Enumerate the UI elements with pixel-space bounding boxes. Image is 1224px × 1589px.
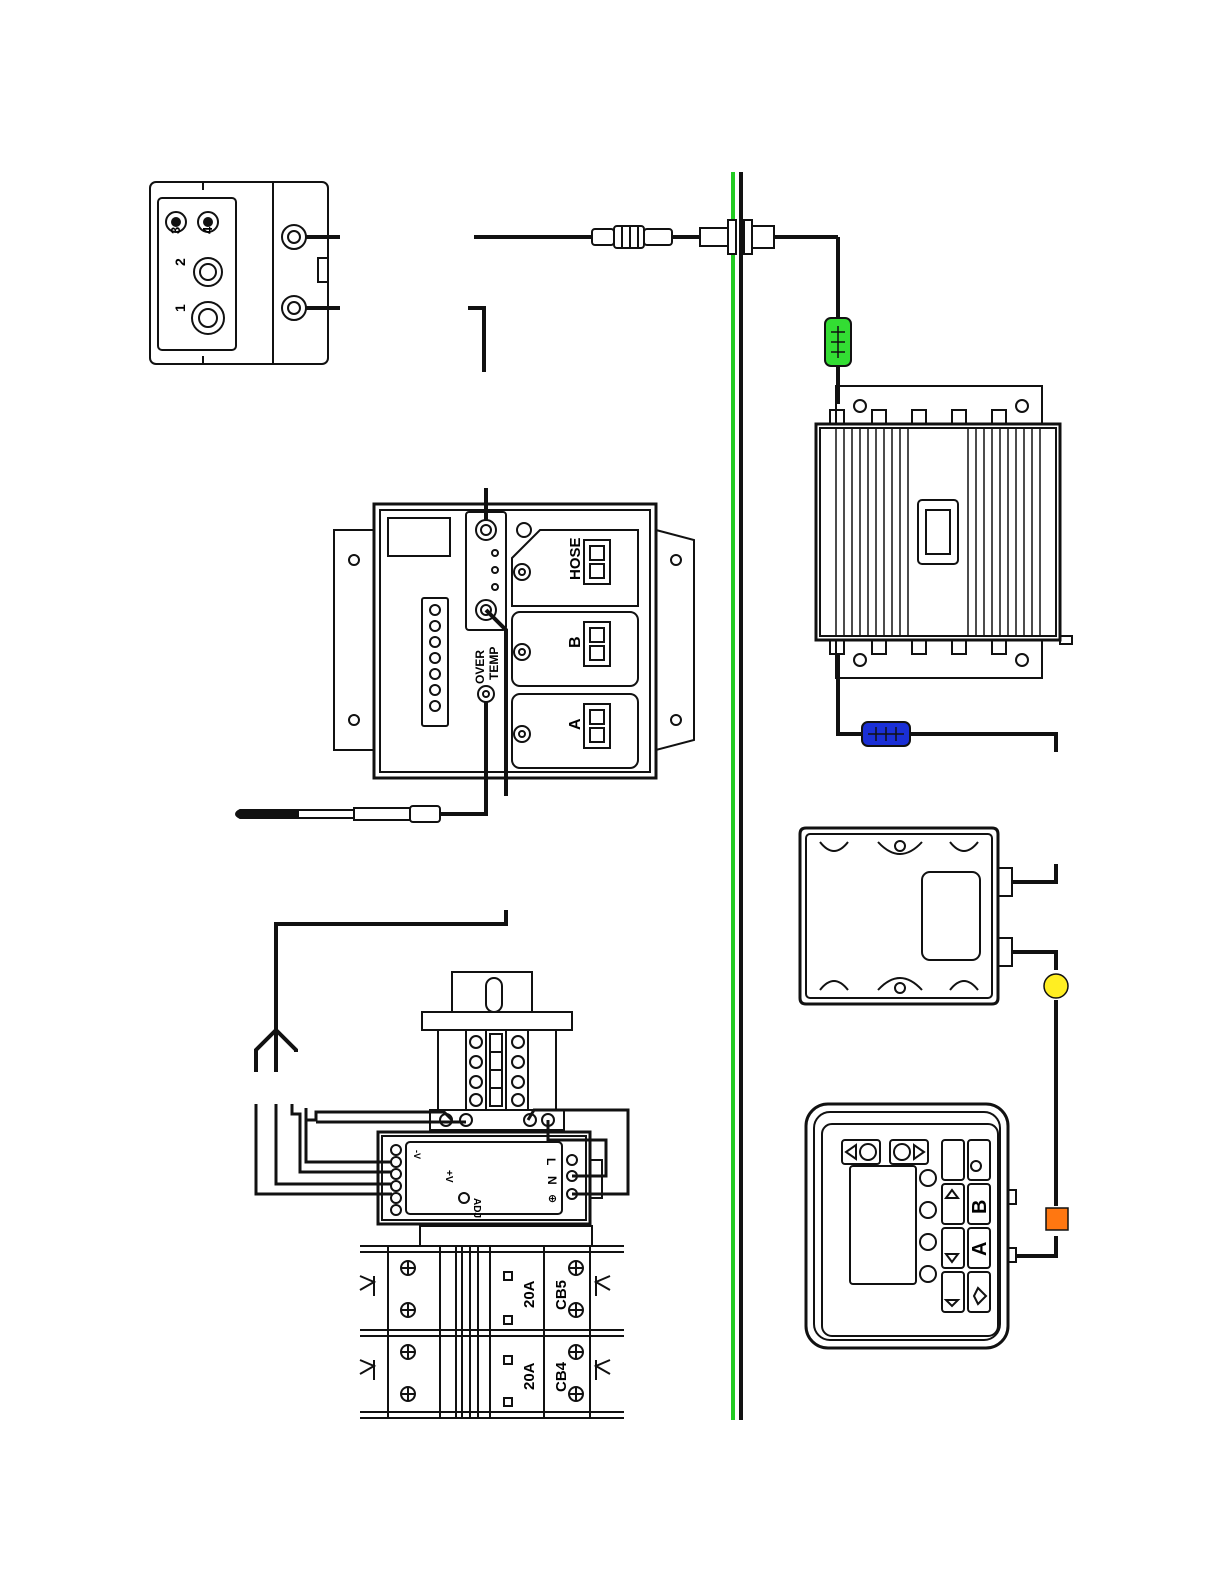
hub-port-2 bbox=[194, 258, 222, 286]
psu-adj-label: ADJ bbox=[471, 1198, 482, 1218]
display-key-b: B bbox=[969, 1200, 991, 1214]
breaker-cb5-name: CB5 bbox=[553, 1280, 570, 1310]
control-box-cables bbox=[1012, 864, 1056, 1256]
breaker-cb4-name: CB4 bbox=[553, 1361, 570, 1392]
blue-cable-connector bbox=[862, 722, 910, 746]
hub-cables bbox=[306, 237, 594, 372]
psu-terminal-l: L bbox=[544, 1158, 558, 1165]
heater-controller bbox=[334, 504, 694, 778]
display-module bbox=[806, 1104, 1016, 1348]
network-hub bbox=[150, 182, 328, 364]
hub-label-4: 4 bbox=[200, 226, 215, 234]
temperature-sensor-probe bbox=[236, 806, 440, 822]
breaker-cb4-rating: 20A bbox=[521, 1362, 538, 1390]
amplifier-module bbox=[816, 386, 1072, 678]
power-supply-labels: L N ⊕ ADJ +V -V bbox=[412, 1150, 559, 1218]
control-box bbox=[800, 828, 1012, 1004]
psu-terminal-ground: ⊕ bbox=[546, 1194, 558, 1203]
hub-label-1: 1 bbox=[172, 304, 188, 312]
power-supply-unit bbox=[378, 1132, 602, 1224]
din-rail-terminal-block bbox=[422, 972, 572, 1130]
over-temp-label-line2: TEMP bbox=[487, 647, 501, 680]
panel-divider bbox=[733, 172, 741, 1420]
blue-connector-cable bbox=[910, 734, 1056, 752]
hub-port-labels: 3 4 2 1 bbox=[168, 226, 215, 312]
hub-port-1 bbox=[192, 302, 224, 334]
channel-label-a: A bbox=[567, 718, 584, 730]
yellow-marker bbox=[1044, 974, 1068, 998]
circuit-breakers bbox=[360, 1226, 624, 1418]
channel-label-hose: HOSE bbox=[567, 537, 584, 580]
psu-output-minus: -V bbox=[412, 1150, 422, 1159]
bulkhead-fitting bbox=[700, 220, 838, 318]
hub-label-3: 3 bbox=[168, 227, 183, 234]
mains-cable bbox=[256, 910, 506, 1072]
inline-cable-connector bbox=[592, 226, 700, 248]
green-cable-connector bbox=[825, 318, 851, 366]
breaker-cb5-rating: 20A bbox=[521, 1280, 538, 1308]
orange-marker bbox=[1046, 1208, 1068, 1230]
hub-label-2: 2 bbox=[172, 258, 188, 266]
psu-output-plus: +V bbox=[443, 1170, 454, 1183]
channel-label-b: B bbox=[567, 636, 584, 648]
display-key-a: A bbox=[969, 1242, 991, 1256]
psu-terminal-n: N bbox=[545, 1176, 559, 1185]
over-temp-label-line1: OVER bbox=[473, 650, 487, 684]
